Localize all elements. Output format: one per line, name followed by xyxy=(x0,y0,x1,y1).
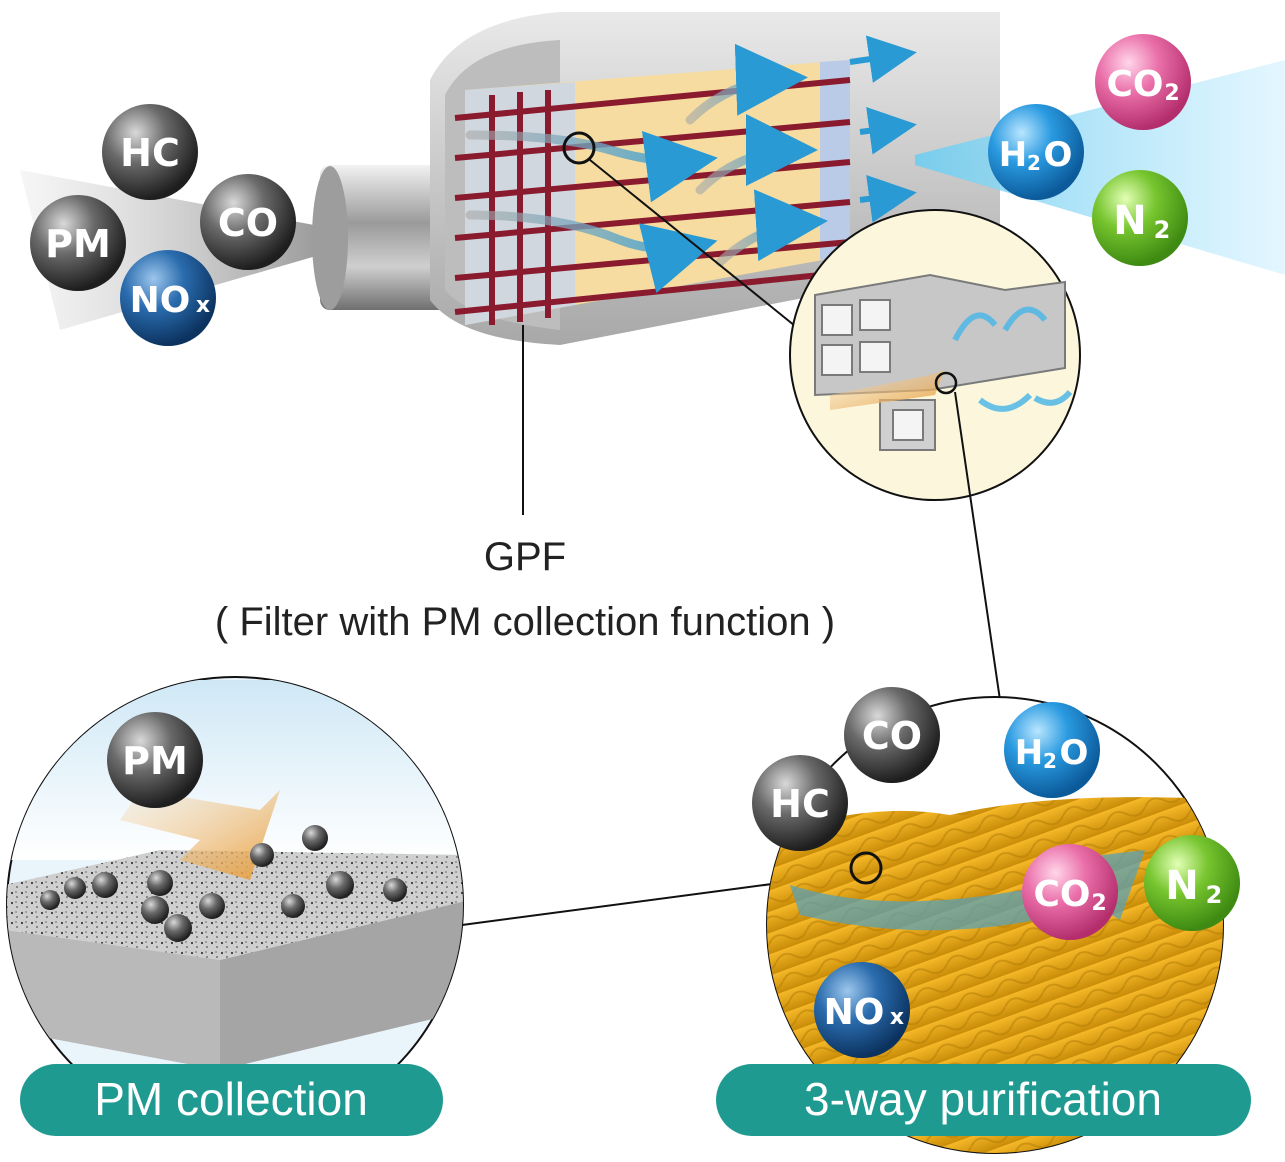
molecule-nox-in-label: NO xyxy=(130,280,191,321)
molecule-pm-collect: PM xyxy=(107,712,203,808)
filter-flow-arrows xyxy=(465,43,828,294)
gpf-label: GPF xyxy=(484,535,566,579)
molecule-h2o-out: H 2 O xyxy=(988,104,1084,200)
incoming-molecules: HC CO PM NO x xyxy=(30,104,296,346)
three-way-label: 3-way purification xyxy=(804,1073,1162,1125)
molecule-n2-out: N 2 xyxy=(1092,170,1188,266)
channel-marker xyxy=(934,371,958,395)
molecule-co-3w: CO xyxy=(844,687,940,783)
molecule-h2o-3w-subscript: 2 xyxy=(1043,749,1057,773)
molecule-h2o-3w: H 2 O xyxy=(1004,702,1100,798)
molecule-h2o-3w-h: H xyxy=(1015,733,1043,773)
molecule-hc-3w: HC xyxy=(752,755,848,851)
molecule-hc-in: HC xyxy=(102,104,198,200)
pm-particles xyxy=(40,825,407,942)
molecule-n2-3w-subscript: 2 xyxy=(1206,881,1223,909)
pm-arrow xyxy=(120,790,280,880)
channel-detail xyxy=(789,209,1081,701)
molecule-co2-out-label: CO xyxy=(1106,64,1163,105)
molecule-co-3w-label: CO xyxy=(862,714,922,758)
molecule-co-in: CO xyxy=(200,174,296,270)
molecule-n2-3w: N 2 xyxy=(1144,835,1240,931)
molecule-nox-3w-subscript: x xyxy=(890,1005,904,1030)
molecule-n2-out-subscript: 2 xyxy=(1154,216,1171,244)
molecule-co2-out: CO 2 xyxy=(1095,34,1191,130)
molecule-nox-3w-label: NO xyxy=(824,992,885,1033)
detail-leader xyxy=(589,159,801,331)
molecule-hc-in-label: HC xyxy=(120,131,180,175)
channel-orange-flow xyxy=(830,370,945,410)
channel-structure xyxy=(814,273,1066,451)
molecule-n2-3w-label: N xyxy=(1165,863,1198,909)
channel-blue-flow xyxy=(952,306,1073,412)
molecule-co2-3w: CO 2 xyxy=(1022,844,1118,940)
pm-collection-panel: PM PM collection xyxy=(6,676,856,1136)
molecule-nox-3w: NO x xyxy=(814,962,910,1058)
catalyst-marker xyxy=(849,851,883,885)
outlet-arrows xyxy=(849,35,917,223)
molecule-nox-in: NO x xyxy=(120,250,216,346)
molecule-h2o-out-h: H xyxy=(999,135,1027,175)
gpf-converter xyxy=(312,12,1000,515)
molecule-hc-3w-label: HC xyxy=(770,782,830,826)
three-way-pill xyxy=(716,1064,1251,1136)
molecule-h2o-out-subscript: 2 xyxy=(1027,151,1041,175)
filter-surface xyxy=(7,850,463,960)
molecule-co2-3w-label: CO xyxy=(1033,874,1090,915)
molecule-n2-out-label: N xyxy=(1113,198,1146,244)
catalyst-leader xyxy=(954,391,1001,701)
molecule-nox-in-subscript: x xyxy=(196,293,210,318)
pm-collection-pill xyxy=(20,1064,443,1136)
molecule-pm-collect-label: PM xyxy=(122,739,188,783)
filter-side-right xyxy=(220,900,463,1070)
molecule-pm-in-label: PM xyxy=(45,222,111,266)
molecule-pm-in: PM xyxy=(30,195,126,291)
three-way-panel: CO HC H 2 O CO 2 N 2 NO x 3-way purifica… xyxy=(716,687,1251,1154)
outgoing-molecules: CO 2 H 2 O N 2 xyxy=(988,34,1191,266)
outflow-fan xyxy=(915,60,1285,275)
pipe-opening xyxy=(312,166,348,310)
filter-side-left xyxy=(7,930,220,1070)
molecule-h2o-out-o: O xyxy=(1044,135,1073,175)
molecule-co2-3w-subscript: 2 xyxy=(1091,891,1106,916)
molecule-co2-out-subscript: 2 xyxy=(1164,81,1179,106)
molecule-h2o-3w-o: O xyxy=(1060,733,1089,773)
molecule-co-in-label: CO xyxy=(218,201,278,245)
pm-collection-label: PM collection xyxy=(94,1073,368,1125)
gpf-caption: ( Filter with PM collection function ) xyxy=(215,600,835,644)
detail-marker xyxy=(562,131,596,165)
